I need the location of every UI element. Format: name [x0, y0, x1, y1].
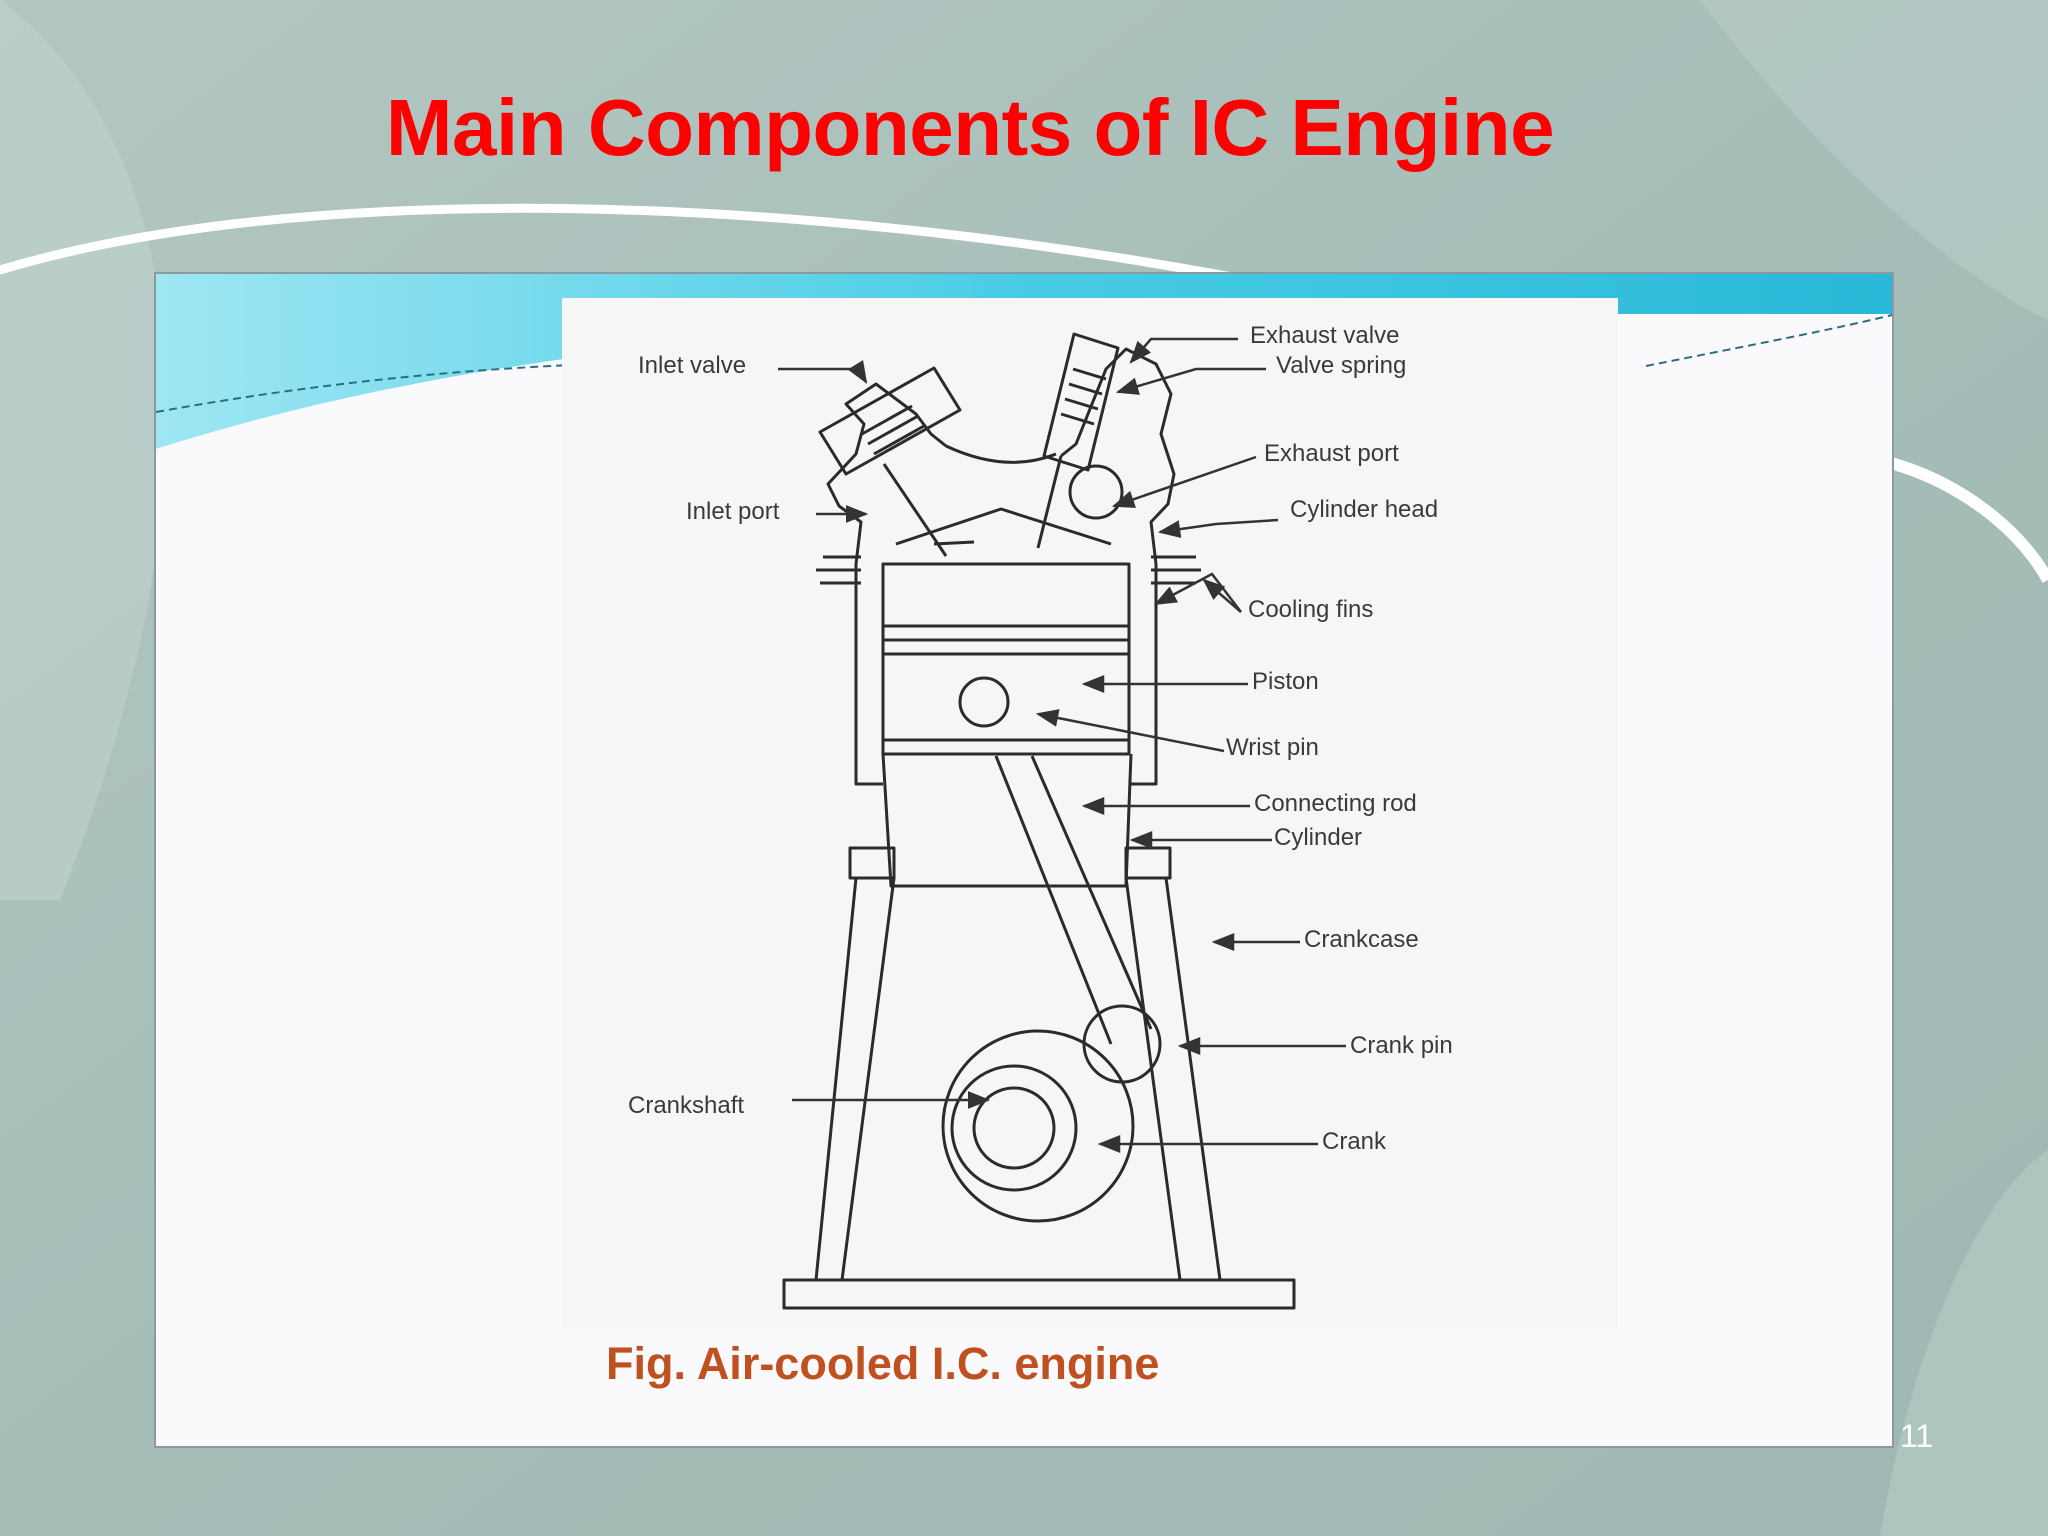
label-cylinder-head: Cylinder head	[1290, 496, 1439, 523]
label-cylinder: Cylinder	[1274, 824, 1363, 851]
label-cooling-fins: Cooling fins	[1248, 596, 1374, 623]
label-valve-spring: Valve spring	[1276, 352, 1407, 379]
label-inlet-valve: Inlet valve	[638, 352, 747, 379]
engine-diagram	[156, 274, 1892, 1446]
figure-panel: Inlet valve Exhaust valve Valve spring E…	[154, 272, 1894, 1448]
label-crankshaft: Crankshaft	[628, 1092, 745, 1119]
label-exhaust-port: Exhaust port	[1264, 440, 1399, 467]
label-exhaust-valve: Exhaust valve	[1250, 322, 1400, 349]
slide-title: Main Components of IC Engine	[385, 83, 1555, 172]
page-number: 11	[1900, 1418, 1934, 1454]
label-connecting-rod: Connecting rod	[1254, 790, 1417, 817]
label-crank-pin: Crank pin	[1350, 1032, 1453, 1059]
label-crank: Crank	[1322, 1128, 1387, 1155]
label-inlet-port: Inlet port	[686, 498, 780, 525]
label-crankcase: Crankcase	[1304, 926, 1419, 953]
label-wrist-pin: Wrist pin	[1226, 734, 1319, 761]
figure-caption: Fig. Air-cooled I.C. engine	[606, 1338, 1160, 1389]
label-piston: Piston	[1252, 668, 1319, 695]
